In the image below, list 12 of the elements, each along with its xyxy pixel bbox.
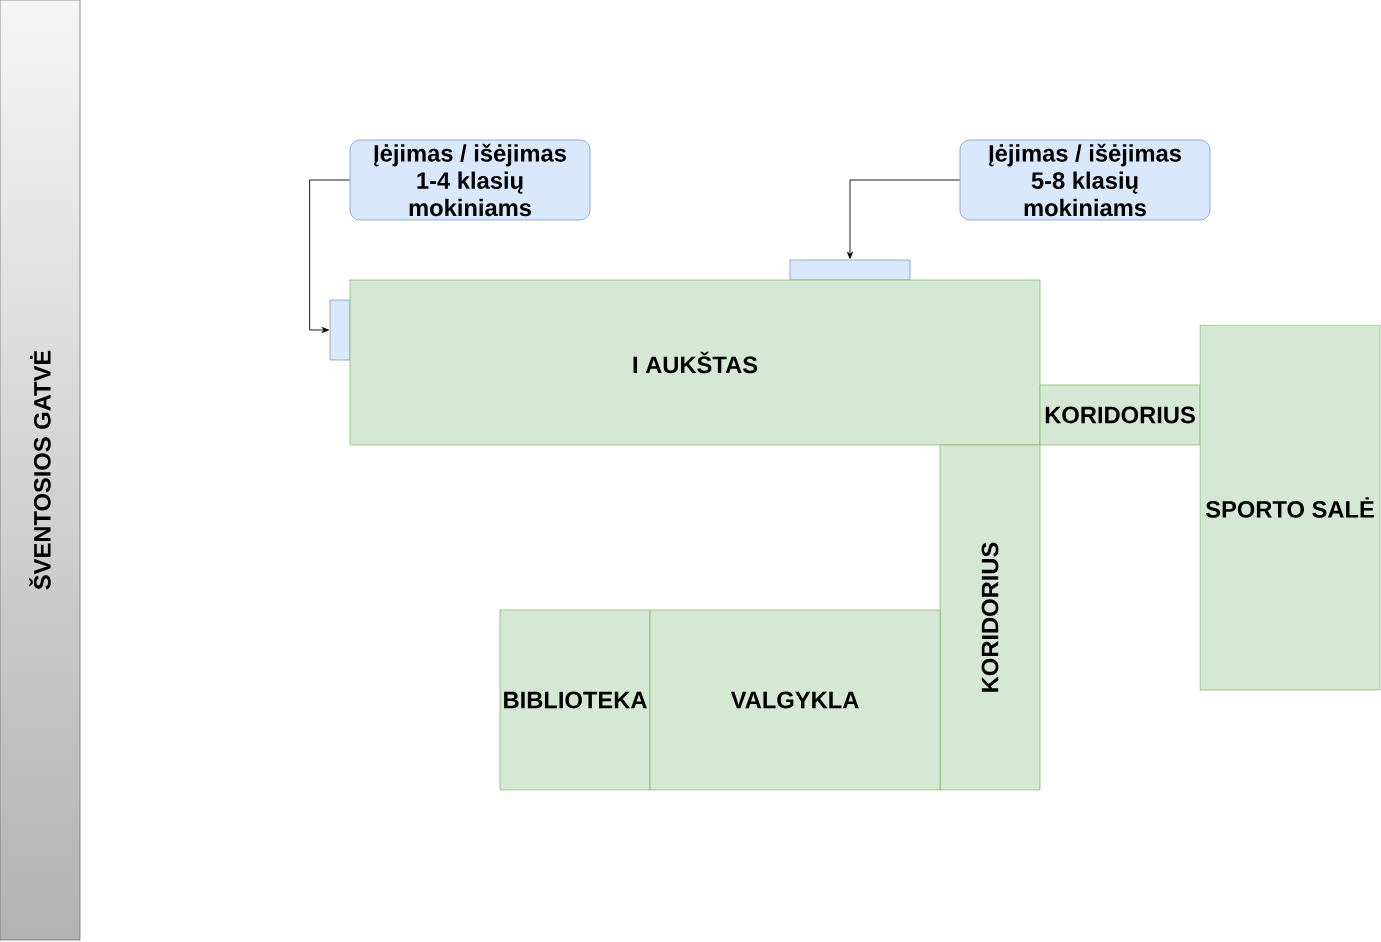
room-box: SPORTO SALĖ	[1199, 324, 1381, 691]
entrance-callout: Įėjimas / išėjimas 5-8 klasių mokiniams	[959, 139, 1211, 221]
corridor-box: KORIDORIUS	[939, 444, 1041, 791]
connector-arrow	[309, 179, 351, 333]
room-box: VALGYKLA	[649, 609, 941, 791]
connector-arrow	[847, 179, 961, 259]
room-box: BIBLIOTEKA	[499, 609, 651, 791]
street-band: ŠVENTOSIOS GATVĖ	[0, 0, 81, 941]
entrance-callout: Įėjimas / išėjimas 1-4 klasių mokiniams	[349, 139, 591, 221]
corridor-box: KORIDORIUS	[1039, 384, 1201, 446]
door-box	[789, 259, 911, 281]
door-box	[329, 299, 351, 361]
